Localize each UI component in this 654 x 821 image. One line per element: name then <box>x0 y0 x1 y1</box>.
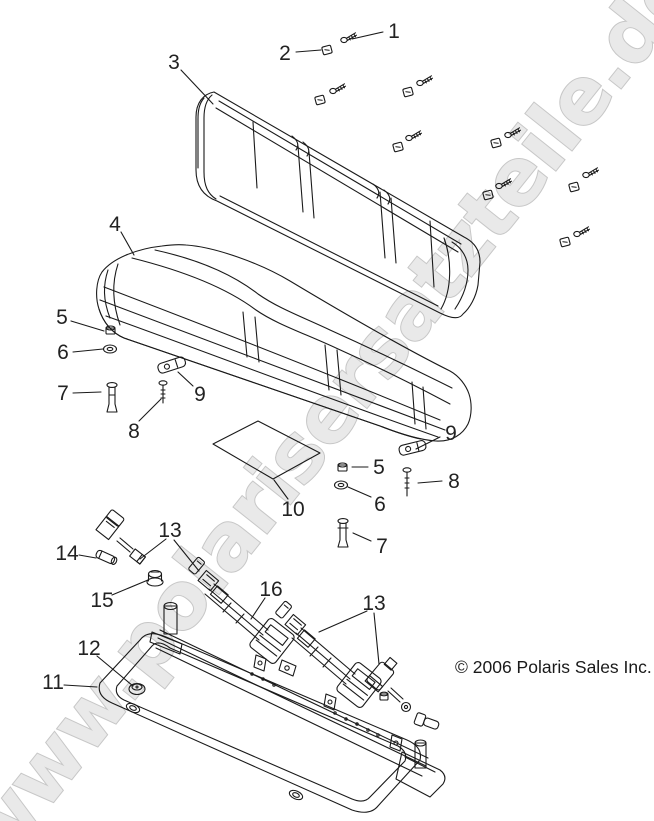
callout-label-8: 8 <box>448 470 460 493</box>
rivet-icon <box>337 518 349 548</box>
callout-label-13: 13 <box>158 519 181 542</box>
anchor-pin-icon <box>95 549 118 566</box>
callout-leader-line <box>111 579 149 596</box>
callout-label-12: 12 <box>77 637 100 660</box>
mount-tab <box>253 654 267 672</box>
callout-label-5: 5 <box>56 306 68 329</box>
mount-tab <box>323 693 337 711</box>
screw-icon <box>402 467 412 497</box>
panel-end-cap <box>395 751 446 798</box>
callout-leader-line <box>347 486 372 498</box>
callout-label-7: 7 <box>376 535 388 558</box>
callout-leader-line <box>417 480 443 484</box>
seat-bottom-cushion <box>96 244 472 442</box>
seat-belt-right <box>275 600 382 708</box>
callout-label-8: 8 <box>128 420 140 443</box>
panel-slot-hole <box>125 702 141 714</box>
callout-leader-line <box>72 348 104 353</box>
belt-anchor-bracket <box>278 659 297 677</box>
washer-icon <box>102 344 118 354</box>
rivet-dots <box>250 672 380 737</box>
callout-leader-line <box>63 684 98 688</box>
callout-leader-line <box>273 479 289 500</box>
callout-leader-line <box>70 320 105 332</box>
nut-icon <box>105 325 116 335</box>
callout-leader-line <box>295 49 322 53</box>
callout-label-3: 3 <box>168 51 180 74</box>
screw-icon <box>158 380 168 404</box>
callout-leader-line <box>250 597 266 620</box>
callout-label-10: 10 <box>281 498 304 521</box>
callout-label-16: 16 <box>259 578 282 601</box>
callout-label-11: 11 <box>42 671 64 694</box>
callout-leader-line <box>352 532 372 542</box>
callout-leader-line <box>120 231 135 256</box>
callout-leader-line <box>180 69 214 105</box>
backrest-cushion <box>195 91 481 319</box>
callout-leader-line <box>415 436 441 450</box>
callout-label-13: 13 <box>362 592 385 615</box>
plug-cap-icon <box>128 682 146 696</box>
washer-icon <box>333 480 349 490</box>
callout-leader-line <box>72 391 102 394</box>
frame-post <box>414 739 427 769</box>
callout-leader-line <box>78 554 97 559</box>
callout-label-4: 4 <box>109 213 121 236</box>
callout-label-14: 14 <box>55 542 79 565</box>
callout-label-9: 9 <box>445 422 457 445</box>
callout-leader-line <box>96 655 134 687</box>
callout-label-6: 6 <box>57 341 69 364</box>
callout-label-9: 9 <box>194 383 206 406</box>
nut-icon <box>379 691 389 701</box>
belt-buckle-right <box>364 656 440 730</box>
callout-label-2: 2 <box>279 42 291 65</box>
hinge-bracket-icon <box>157 356 187 374</box>
copyright-text: © 2006 Polaris Sales Inc. <box>455 657 652 677</box>
cable-eyelet <box>400 701 412 713</box>
callout-leader-line <box>139 538 167 560</box>
callout-label-7: 7 <box>57 382 69 405</box>
callout-label-1: 1 <box>388 20 400 43</box>
hardware-left-set <box>102 325 187 413</box>
callout-label-15: 15 <box>90 589 113 612</box>
foam-sheet <box>212 420 321 480</box>
callout-leader-line <box>351 31 384 40</box>
seat-frame-rail <box>128 601 429 777</box>
mount-tab <box>389 734 403 752</box>
callout-leader-line <box>173 539 200 572</box>
callout-leader-line <box>373 612 380 665</box>
callout-leader-line <box>177 371 194 387</box>
panel-slot-hole <box>288 789 304 801</box>
nut-icon <box>337 462 348 472</box>
hinge-bracket-icon <box>398 440 427 456</box>
anchor-bolt-icon <box>413 712 440 730</box>
belt-buckle-left <box>95 509 146 565</box>
callout-label-5: 5 <box>373 456 385 479</box>
seat-belt-left <box>188 556 297 677</box>
frame-post <box>149 601 183 655</box>
callout-leader-line <box>138 398 162 422</box>
callout-label-6: 6 <box>374 493 386 516</box>
callout-leader-line <box>318 610 368 633</box>
rivet-icon <box>106 382 118 413</box>
